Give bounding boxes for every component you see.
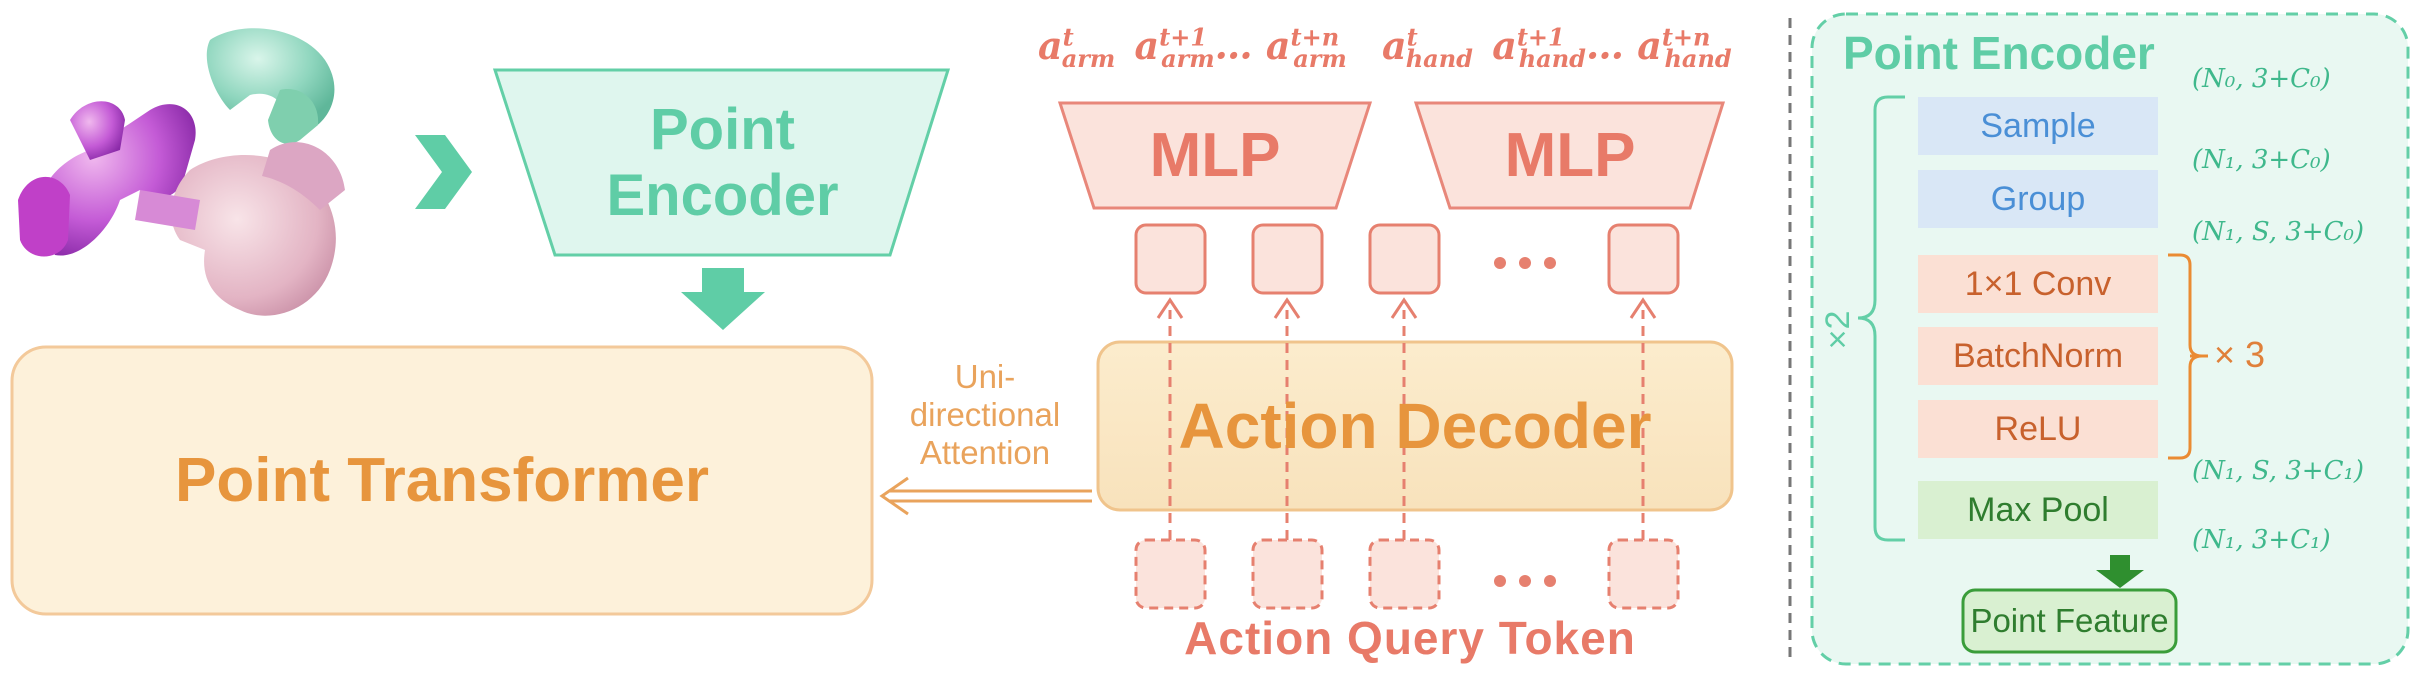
mlp-hand-trapezoid: [1413, 101, 1726, 210]
point-encoder-label-line2: Encoder: [606, 163, 839, 228]
arm-action-t: atarm: [1038, 22, 1116, 74]
group-block: [1918, 170, 2158, 228]
batchnorm-block: [1918, 327, 2158, 385]
repeat-x2-bracket: [1857, 95, 1905, 542]
sample-label: Sample: [1980, 106, 2096, 145]
shape-annotation-4: (N₁, S, 3+C₁): [2192, 456, 2365, 486]
encoder-down-arrow-icon: [681, 268, 765, 330]
mlp-arm-trapezoid: [1057, 101, 1373, 210]
action-decoder-label: Action Decoder: [1178, 390, 1652, 462]
point-encoder-label-line1: Point: [650, 97, 795, 162]
maxpool-label: Max Pool: [1967, 490, 2109, 529]
action-output-labels: atarm at+1arm… at+narm athand at+1hand… …: [1038, 22, 1778, 82]
maxpool-block: [1918, 481, 2158, 539]
shape-annotation-1: (N₀, 3+C₀): [2192, 64, 2331, 94]
repeat-x3-label: × 3: [2214, 334, 2266, 375]
token-flow-arrows: [1168, 310, 1645, 540]
point-transformer-box: [10, 345, 874, 616]
shape-annotation-5: (N₁, 3+C₁): [2192, 525, 2331, 555]
token-flow-arrowheads: [1156, 297, 1657, 319]
point-encoder-label: Point Encoder: [540, 78, 905, 248]
feature-down-arrow-icon: [2096, 555, 2144, 588]
hand-action-t1: at+1hand: [1492, 22, 1586, 74]
action-query-token-label: Action Query Token: [1184, 612, 1636, 664]
point-encoder-trapezoid: [492, 68, 951, 257]
shape-annotation-3: (N₁, S, 3+C₀): [2192, 217, 2365, 247]
hand-action-t: athand: [1382, 22, 1473, 74]
attention-label: Uni- directional Attention: [880, 355, 1090, 475]
attention-label-line2: directional: [909, 396, 1061, 433]
mlp-arm-label: MLP: [1149, 121, 1281, 190]
hand-ellipsis: …: [1585, 22, 1624, 68]
action-decoder-box: [1096, 340, 1734, 512]
output-token-squares: [1134, 223, 1680, 295]
arm-action-t1: at+1arm: [1134, 22, 1215, 74]
group-label: Group: [1990, 179, 2086, 218]
arm-action-tn: at+narm: [1265, 22, 1347, 74]
shape-annotation-2: (N₁, 3+C₀): [2192, 145, 2331, 175]
query-token-squares: [1134, 538, 1680, 610]
repeat-x2-label: ×2: [1818, 310, 1857, 350]
conv-block: [1918, 255, 2158, 313]
relu-label: ReLU: [1994, 409, 2082, 448]
attention-label-line1: Uni-: [954, 358, 1016, 395]
input-arrow-icon: [415, 135, 472, 209]
encoder-panel-title: Point Encoder: [1843, 27, 2155, 79]
point-cloud-object-icon: [18, 28, 345, 316]
point-feature-box: [1961, 588, 2178, 654]
conv-label: 1×1 Conv: [1964, 264, 2112, 303]
mlp-hand-label: MLP: [1504, 121, 1636, 190]
attention-label-line3: Attention: [919, 434, 1051, 471]
batchnorm-label: BatchNorm: [1952, 336, 2124, 375]
arm-ellipsis: …: [1214, 22, 1253, 68]
point-feature-label: Point Feature: [1970, 602, 2169, 639]
point-transformer-label: Point Transformer: [175, 446, 709, 515]
hand-action-tn: at+nhand: [1637, 22, 1732, 74]
attention-arrow-icon: [879, 476, 1092, 516]
sample-block: [1918, 97, 2158, 155]
ellipsis-dots-icon: [1494, 257, 1556, 587]
relu-block: [1918, 400, 2158, 458]
